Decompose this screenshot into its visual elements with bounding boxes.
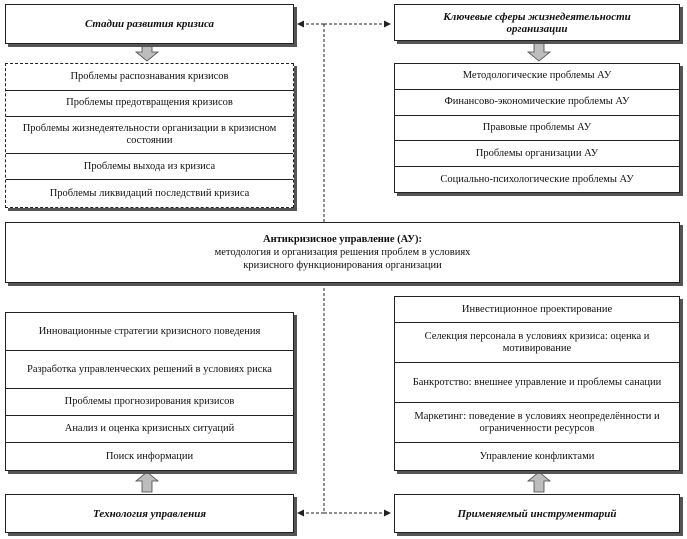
center-title: Антикризисное управление (АУ):	[262, 234, 422, 245]
tools-panel: Инвестиционное проектирование Селекция п…	[394, 296, 680, 471]
list-item: Поиск информации	[105, 450, 194, 462]
block-arrow-up-right	[526, 471, 552, 493]
list-item: Селекция персонала в условиях кризиса: о…	[395, 323, 679, 363]
header-key-spheres: Ключевые сферы жизнедеятельности организ…	[394, 4, 680, 41]
block-arrow-down-left	[134, 40, 160, 62]
list-item: Инвестиционное проектирование	[395, 297, 679, 323]
header-tech-label: Технология управления	[93, 507, 206, 520]
au-problems-panel: Методологические проблемы АУ Финансово-э…	[394, 63, 680, 193]
list-item: Финансово-экономические проблемы АУ	[395, 90, 679, 116]
list-item: Инновационные стратегии кризисного повед…	[6, 313, 293, 351]
list-item: Проблемы жизнедеятельности организации в…	[6, 117, 293, 154]
list-item: Правовые проблемы АУ	[395, 116, 679, 142]
list-item: Проблемы ликвидаций последствий кризиса	[49, 187, 250, 199]
list-item: Проблемы организации АУ	[395, 141, 679, 168]
center-line-2: методология и организация решения пробле…	[214, 247, 471, 258]
list-item: Банкротство: внешнее управление и пробле…	[395, 363, 679, 403]
list-item: Социально-психологические проблемы АУ	[440, 173, 634, 185]
header-crisis-stages-label: Стадии развития кризиса	[84, 18, 215, 30]
list-item: Проблемы распознавания кризисов	[6, 64, 293, 91]
center-line-3: кризисного функционирования организации	[243, 260, 442, 271]
management-methods-panel: Инновационные стратегии кризисного повед…	[5, 312, 294, 471]
list-item: Методологические проблемы АУ	[395, 64, 679, 90]
block-arrow-up-left	[134, 471, 160, 493]
list-item: Управление конфликтами	[479, 450, 595, 462]
list-item: Анализ и оценка кризисных ситуаций	[6, 416, 293, 443]
crisis-problems-panel: Проблемы распознавания кризисов Проблемы…	[5, 63, 294, 208]
list-item: Проблемы выхода из кризиса	[6, 154, 293, 181]
list-item: Разработка управленческих решений в усло…	[6, 351, 293, 389]
list-item: Проблемы прогнозирования кризисов	[6, 389, 293, 416]
header-tools-label: Применяемый инструментарий	[457, 507, 617, 520]
header-key-spheres-label: Ключевые сферы жизнедеятельности организ…	[443, 10, 631, 35]
list-item: Проблемы предотвращения кризисов	[6, 91, 293, 118]
header-crisis-stages: Стадии развития кризиса	[5, 4, 294, 44]
anti-crisis-management-box: Антикризисное управление (АУ): методолог…	[5, 222, 680, 283]
list-item: Маркетинг: поведение в условиях неопреде…	[395, 403, 679, 443]
block-arrow-down-right	[526, 40, 552, 62]
header-applied-tools: Применяемый инструментарий	[394, 494, 680, 533]
header-management-technology: Технология управления	[5, 494, 294, 533]
